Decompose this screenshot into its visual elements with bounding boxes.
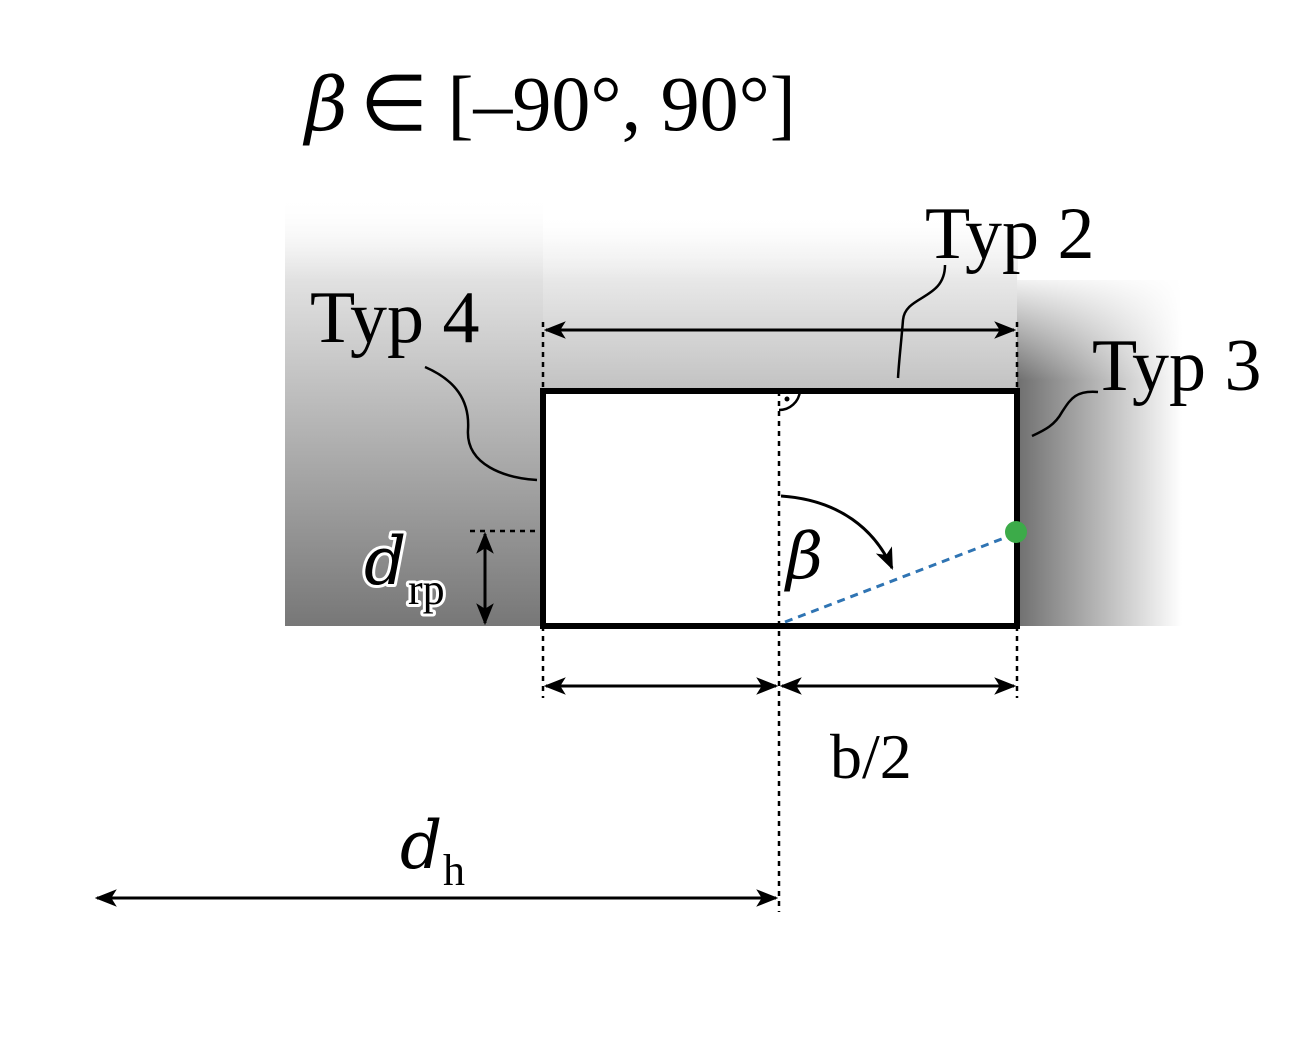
range-text: ∈ [–90°, 90°] xyxy=(360,60,796,147)
range-beta-symbol: β xyxy=(302,62,348,148)
label-drp-sub: rp xyxy=(408,565,445,614)
right-angle-arc xyxy=(778,390,802,412)
shaded-regions xyxy=(285,190,1187,626)
label-typ3: Typ 3 xyxy=(1092,325,1262,407)
label-drp-main: d xyxy=(364,523,406,600)
label-dh-main: d xyxy=(400,807,442,884)
shade-top-fade xyxy=(285,190,1185,280)
typ3-leader xyxy=(1031,390,1099,438)
typ4-leader xyxy=(424,365,538,482)
right-angle-marker xyxy=(778,390,802,412)
angle-ray xyxy=(784,533,1013,624)
beta-arc xyxy=(780,494,894,571)
label-dh: d h xyxy=(400,807,465,895)
label-drp: d rp xyxy=(361,520,448,617)
reference-lines xyxy=(20,0,168,1063)
dimension-arrows xyxy=(94,321,1017,907)
label-beta: β xyxy=(784,520,823,594)
text-labels: β ∈ [–90°, 90°] Typ 2 Typ 3 Typ 4 β b/2 … xyxy=(302,60,1262,895)
rect-interior xyxy=(543,391,1017,626)
label-dh-sub: h xyxy=(443,846,465,895)
label-half-width: b/2 xyxy=(830,721,912,792)
reference-point xyxy=(1005,521,1027,543)
right-angle-dot xyxy=(784,396,790,402)
angle-ray-group xyxy=(784,521,1027,624)
shade-right-topfade xyxy=(1017,270,1187,380)
leader-lines xyxy=(424,264,1099,482)
construction-lines xyxy=(470,322,1019,912)
label-typ2: Typ 2 xyxy=(925,193,1095,275)
typ2-leader xyxy=(896,264,947,379)
label-typ4: Typ 4 xyxy=(310,277,480,359)
